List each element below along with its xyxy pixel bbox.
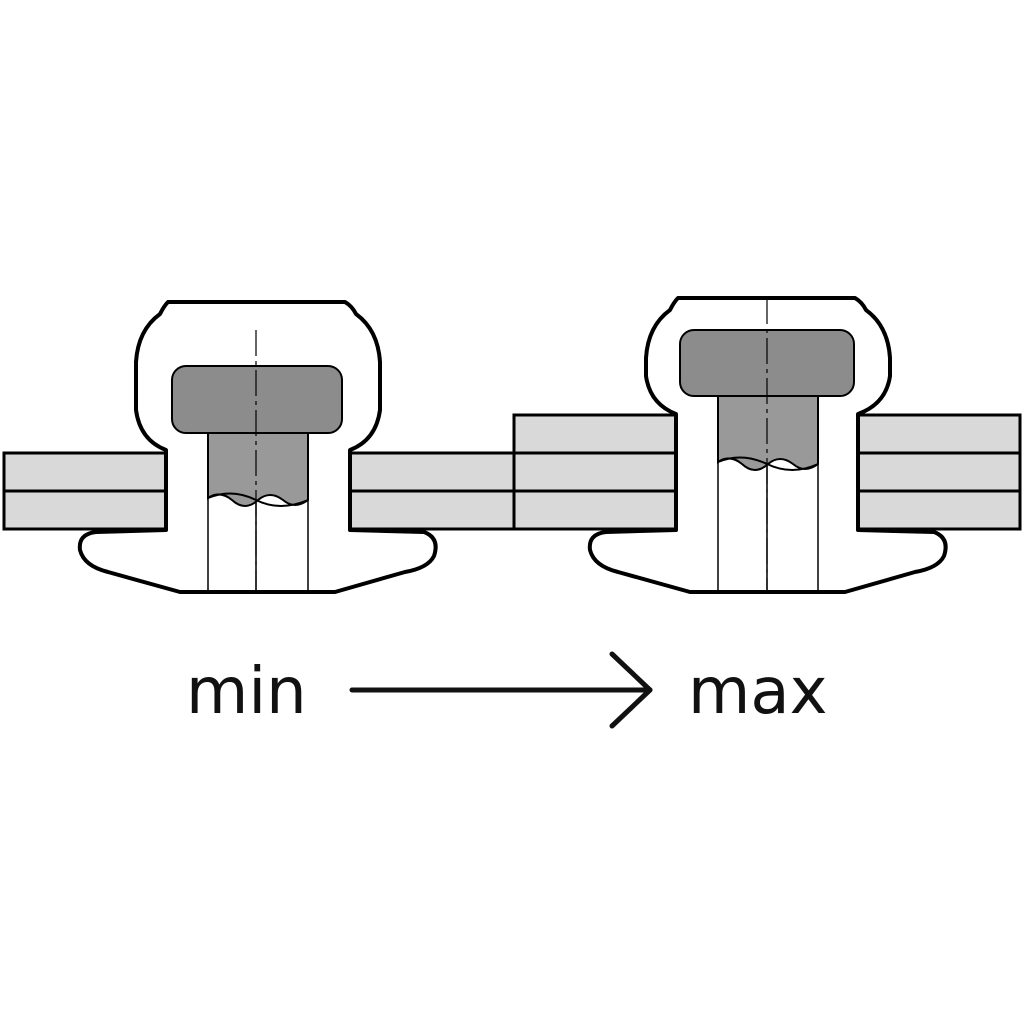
sheet-max-left-top: [512, 413, 679, 455]
sheets-min-right: [348, 451, 516, 531]
sheets-max-left: [512, 413, 679, 531]
sheets-max-right: [856, 413, 1022, 531]
mandrel-head-min: [171, 365, 343, 434]
sheets-min-left: [2, 451, 168, 531]
rivet-min-assembly: [2, 300, 516, 594]
sheet-min-right-bottom: [348, 489, 516, 531]
rivet-max-assembly: [512, 296, 1022, 594]
sheet-min-left-top: [2, 451, 168, 493]
sheet-max-right-middle: [856, 451, 1022, 493]
right-arrow-icon: [349, 651, 653, 729]
sheet-max-left-middle: [512, 451, 679, 493]
mandrel-shank-min: [207, 432, 309, 507]
label-min: min: [186, 655, 307, 729]
label-max: max: [688, 655, 827, 729]
sheet-max-right-bottom: [856, 489, 1022, 531]
sheet-max-right-top: [856, 413, 1022, 455]
sheet-max-left-bottom: [512, 489, 679, 531]
sheet-min-left-bottom: [2, 489, 168, 531]
sheet-min-right-top: [348, 451, 516, 493]
